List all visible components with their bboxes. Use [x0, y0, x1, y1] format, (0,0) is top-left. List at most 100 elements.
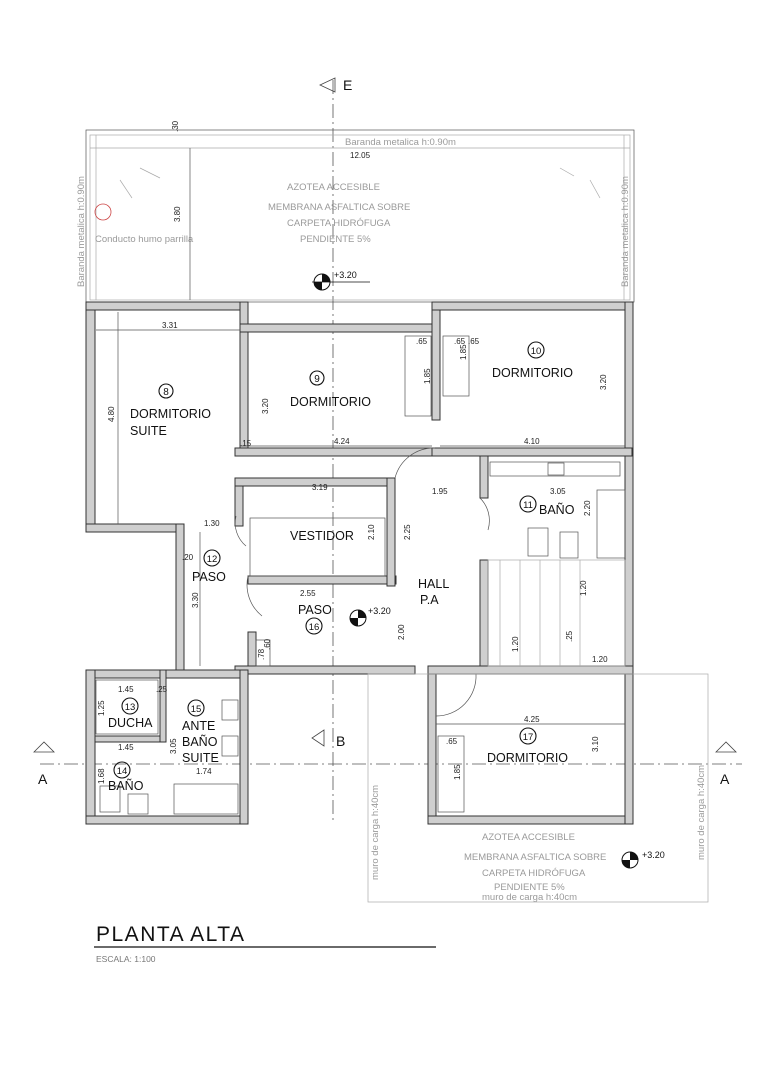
dim-3-20-a: 3.20 — [261, 398, 270, 414]
room-number-8: 8 — [163, 387, 169, 398]
terrace-top-line1: AZOTEA ACCESIBLE — [287, 182, 380, 193]
dim-2-55: 2.55 — [300, 589, 316, 598]
section-marker-b: B — [311, 729, 345, 749]
level-label-top: +3.20 — [334, 270, 357, 280]
terrace-bottom-line2: MEMBRANA ASFALTICA SOBRE — [464, 852, 606, 863]
label-hall-pa: P.A — [420, 593, 439, 607]
room-labels: 8 DORMITORIO SUITE 9 DORMITORIO 10 DORMI… — [108, 341, 575, 793]
room-number-11: 11 — [523, 500, 533, 511]
room-number-16: 16 — [309, 622, 320, 633]
dim-1-45-b: 1.45 — [118, 743, 134, 752]
terrace-top-line4: PENDIENTE 5% — [300, 234, 371, 245]
room-15: 15 ANTE BAÑO SUITE — [182, 699, 219, 765]
room-name-12: PASO — [192, 570, 226, 584]
dim-1-95: 1.95 — [432, 487, 448, 496]
dim-4-24: 4.24 — [334, 437, 350, 446]
terrace-bottom-line3: CARPETA HIDRÓFUGA — [482, 868, 586, 879]
room-10: 10 DORMITORIO — [492, 341, 573, 380]
section-label-a-left: A — [38, 771, 48, 787]
section-marker-a-left: A — [33, 741, 55, 787]
smoke-duct-icon — [94, 203, 112, 221]
level-marker-bottom: +3.20 — [621, 850, 665, 869]
room-number-17: 17 — [523, 732, 534, 743]
interior-details — [95, 335, 626, 815]
terrace-top-line2: MEMBRANA ASFALTICA SOBRE — [268, 202, 410, 213]
room-9: 9 DORMITORIO — [290, 370, 371, 409]
dim-1-20-b: 1.20 — [511, 636, 520, 652]
room-13: 13 DUCHA — [108, 697, 153, 730]
label-vestidor: VESTIDOR — [290, 529, 354, 543]
dim-0-60: .60 — [263, 638, 272, 650]
note-baranda-right: Baranda metalica h:0.90m — [620, 176, 631, 287]
section-label-a-right: A — [720, 771, 730, 787]
note-muro-left: muro de carga h:40cm — [370, 785, 381, 880]
dim-0-65-d: .65 — [468, 337, 480, 346]
room-name-14: BAÑO — [108, 779, 144, 793]
room-name-17: DORMITORIO — [487, 751, 568, 765]
dim-1-68: 1.68 — [97, 768, 106, 784]
dim-3-19: 3.19 — [312, 483, 328, 492]
dim-0-78: .78 — [257, 648, 266, 660]
dim-0-65-b: .65 — [454, 337, 466, 346]
dim-1-74: 1.74 — [196, 767, 212, 776]
dim-3-10: 3.10 — [591, 736, 600, 752]
room-name-9: DORMITORIO — [290, 395, 371, 409]
room-8: 8 DORMITORIO SUITE — [130, 383, 211, 438]
dim-12-05: 12.05 — [350, 151, 371, 160]
dim-3-30: 3.30 — [191, 592, 200, 608]
dim-1-20-c: 1.20 — [592, 655, 608, 664]
dim-3-05-b: 3.05 — [169, 738, 178, 754]
room-name-15: ANTE — [182, 719, 215, 733]
dimensions: 3.31 4.80 3.20 4.24 4.10 3.20 3.19 2.10 … — [96, 120, 625, 784]
note-muro-bottom: muro de carga h:40cm — [482, 892, 577, 903]
room-number-9: 9 — [314, 374, 320, 385]
room-number-10: 10 — [531, 346, 542, 357]
room-name-16: PASO — [298, 603, 332, 617]
room-12: 12 PASO — [192, 549, 226, 584]
room-number-15: 15 — [191, 704, 202, 715]
room-name-15-b: BAÑO — [182, 735, 218, 749]
dim-2-20: 2.20 — [583, 500, 592, 516]
note-muro-right: muro de carga h:40cm — [696, 765, 707, 860]
dim-1-30: 1.30 — [204, 519, 220, 528]
dim-2-10: 2.10 — [367, 524, 376, 540]
title-planta-alta: PLANTA ALTA — [96, 923, 246, 946]
room-number-13: 13 — [125, 702, 136, 713]
level-label-hall: +3.20 — [368, 606, 391, 616]
section-marker-a-right: A — [715, 741, 737, 787]
dim-0-20: .20 — [182, 553, 194, 562]
dim-1-45-a: 1.45 — [118, 685, 134, 694]
section-marker-e: E — [319, 77, 352, 93]
bottom-terrace: muro de carga h:40cm muro de carga h:40c… — [367, 673, 709, 903]
dim-3-20-b: 3.20 — [599, 374, 608, 390]
level-label-bottom: +3.20 — [642, 850, 665, 860]
terrace-bottom-line1: AZOTEA ACCESIBLE — [482, 832, 575, 843]
room-name-11: BAÑO — [539, 503, 575, 517]
level-marker-hall: +3.20 — [349, 606, 391, 627]
dim-3-80: 3.80 — [173, 206, 182, 222]
dim-1-20-a: 1.20 — [579, 580, 588, 596]
dim-2-00: 2.00 — [397, 624, 406, 640]
dim-4-25: 4.25 — [524, 715, 540, 724]
room-number-12: 12 — [207, 554, 218, 565]
dim-1-85-a: 1.85 — [423, 368, 432, 384]
room-name-8-b: SUITE — [130, 424, 167, 438]
dim-1-25: 1.25 — [97, 700, 106, 716]
room-name-10: DORMITORIO — [492, 366, 573, 380]
room-name-15-c: SUITE — [182, 751, 219, 765]
section-label-b: B — [336, 733, 345, 749]
terrace-bottom-line4: PENDIENTE 5% — [494, 882, 565, 893]
scale-label: ESCALA: 1:100 — [96, 954, 156, 964]
walls — [85, 301, 634, 825]
room-14: 14 BAÑO — [108, 761, 144, 793]
room-name-13: DUCHA — [108, 716, 153, 730]
dim-3-05: 3.05 — [550, 487, 566, 496]
terrace-top-line3: CARPETA HIDRÓFUGA — [287, 218, 391, 229]
dim-0-65-c: .65 — [446, 737, 458, 746]
room-name-8: DORMITORIO — [130, 407, 211, 421]
dim-2-25: 2.25 — [403, 524, 412, 540]
top-terrace: Baranda metalica h:0.90m 12.05 Baranda m… — [76, 129, 635, 303]
dim-4-80: 4.80 — [107, 406, 116, 422]
dim-0-15: .15 — [240, 439, 252, 448]
